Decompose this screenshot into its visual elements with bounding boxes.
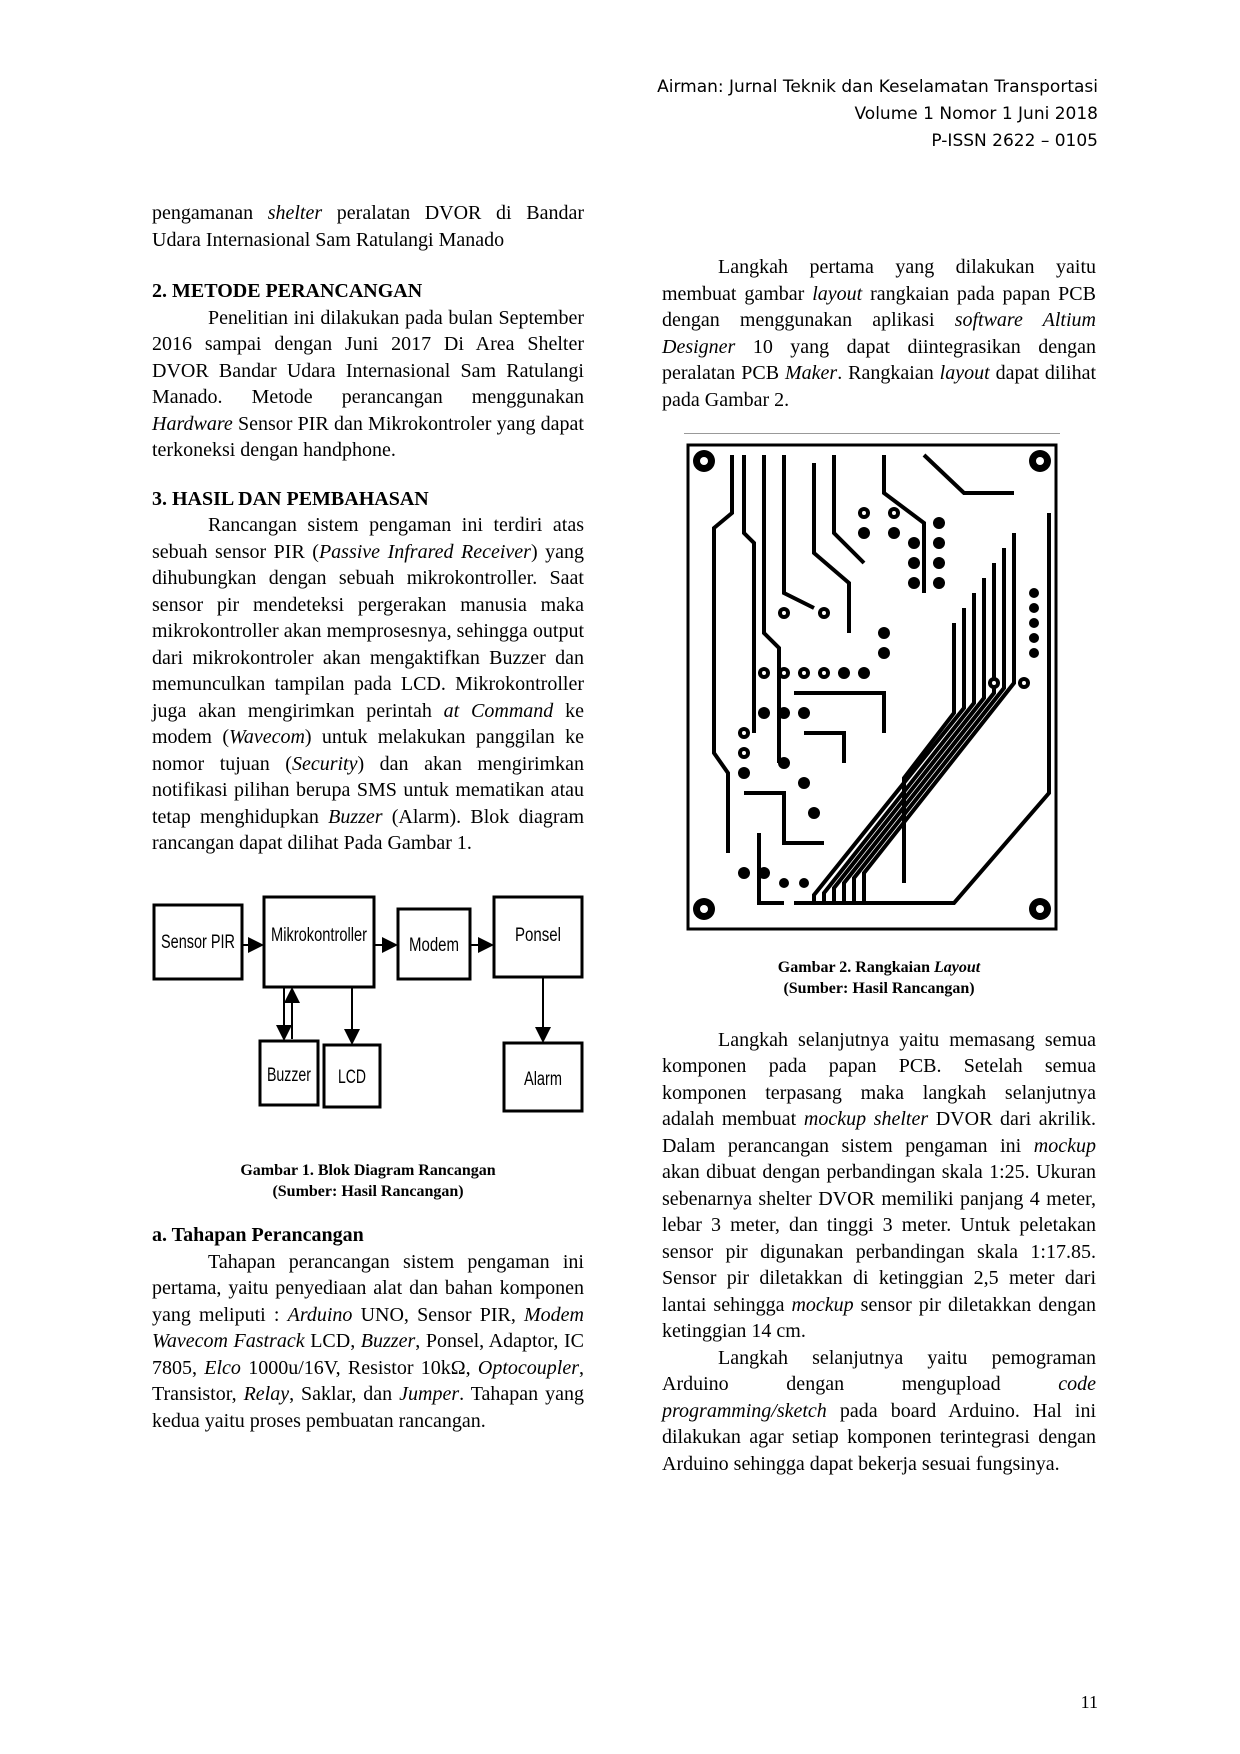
journal-volume: Volume 1 Nomor 1 Juni 2018 bbox=[854, 104, 1099, 124]
subsection-a-heading: a. Tahapan Perancangan bbox=[152, 1224, 364, 1246]
left-column: pengamanan shelter peralatan DVOR di Ban… bbox=[152, 200, 584, 1434]
modem-label: Modem bbox=[409, 935, 459, 956]
mikrokontroller-label: Mikrokontroller bbox=[271, 925, 368, 946]
journal-header: Airman: Jurnal Teknik dan Keselamatan Tr… bbox=[657, 74, 1098, 155]
right-paragraph-1: Langkah pertama yang dilakukan yaitu mem… bbox=[662, 256, 1097, 411]
intro-paragraph: pengamanan shelter peralatan DVOR di Ban… bbox=[152, 202, 584, 251]
sensor-pir-block bbox=[152, 903, 244, 980]
alarm-block bbox=[502, 1041, 584, 1112]
journal-title: Airman: Jurnal Teknik dan Keselamatan Tr… bbox=[657, 77, 1098, 97]
section-2-heading: 2. METODE PERANCANGAN bbox=[152, 280, 423, 302]
mikrokontroller-block bbox=[262, 895, 376, 988]
section-3-heading: 3. HASIL DAN PEMBAHASAN bbox=[152, 487, 429, 510]
journal-issn: P-ISSN 2622 – 0105 bbox=[931, 131, 1098, 151]
block-diagram-svg: Sensor PIR Mikrokontroller Modem Ponsel … bbox=[152, 895, 584, 1112]
buzzer-label: Buzzer bbox=[267, 1065, 311, 1086]
lcd-label: LCD bbox=[338, 1067, 366, 1088]
right-paragraph-2: Langkah selanjutnya yaitu memasang semua… bbox=[662, 1028, 1096, 1343]
figure-1-caption: Gambar 1. Blok Diagram Rancangan (Sumber… bbox=[240, 1162, 496, 1200]
buzzer-block bbox=[258, 1039, 320, 1106]
sensor-pir-label: Sensor PIR bbox=[161, 932, 235, 953]
ponsel-label: Ponsel bbox=[515, 925, 561, 946]
lcd-block bbox=[322, 1043, 382, 1108]
pcb-layout-svg bbox=[684, 433, 1060, 931]
figure-2-pcb-layout bbox=[684, 433, 1096, 939]
section-2-paragraph: Penelitian ini dilakukan pada bulan Sept… bbox=[152, 306, 584, 462]
right-column: Langkah pertama yang dilakukan yaitu mem… bbox=[662, 254, 1096, 1477]
figure-1-block-diagram: Sensor PIR Mikrokontroller Modem Ponsel … bbox=[152, 895, 584, 1131]
ponsel-block bbox=[492, 895, 584, 978]
alarm-label: Alarm bbox=[524, 1069, 562, 1090]
section-3-paragraph: Rancangan sistem pengaman ini terdiri at… bbox=[152, 514, 585, 854]
figure-2-caption: Gambar 2. Rangkaian Layout (Sumber: Hasi… bbox=[777, 958, 981, 997]
page-number: 11 bbox=[1080, 1692, 1098, 1712]
right-paragraph-3: Langkah selanjutnya yaitu pemograman Ard… bbox=[662, 1346, 1096, 1475]
subsection-a-paragraph: Tahapan perancangan sistem pengaman ini … bbox=[152, 1250, 585, 1432]
